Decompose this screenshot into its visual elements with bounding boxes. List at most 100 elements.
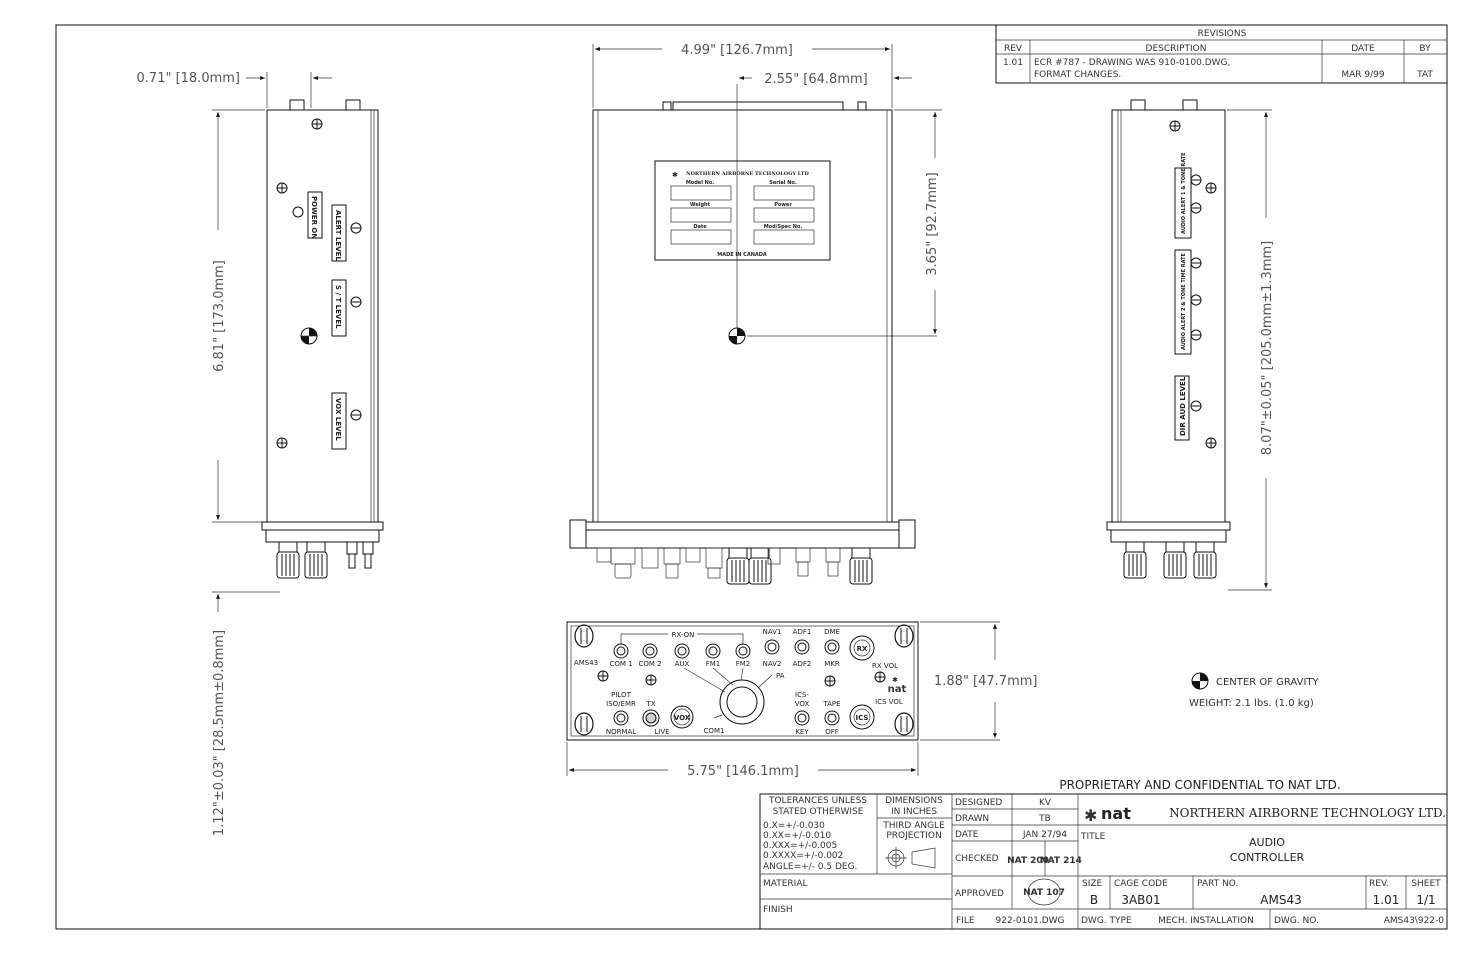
file-label: FILE (956, 916, 975, 926)
rear-connectors (596, 547, 873, 585)
approved-label: APPROVED (955, 889, 1004, 899)
dme-rx-toggle-icon (824, 639, 840, 655)
panel-logo-icon: ✱ (892, 676, 898, 684)
st-level-label-plate (331, 279, 347, 337)
power-led-icon (292, 206, 304, 218)
power-box (753, 207, 815, 223)
alert-level-adjust-icon (350, 222, 362, 234)
date-box (670, 229, 732, 245)
toggle-switch-icon (362, 541, 374, 569)
material-label: MATERIAL (763, 879, 808, 889)
revision-by: TAT (1416, 70, 1433, 80)
screw-icon (311, 118, 323, 130)
nameplate: ✱ NORTHERN AIRBORNE TECHNOLOGY LTD Model… (654, 160, 831, 261)
serial-no-label: Serial No. (769, 180, 797, 186)
vox-level-label: VOX LEVEL (334, 398, 342, 441)
mounting-screw-icon (894, 624, 914, 648)
alert-2-time-adjust-icon (1190, 329, 1202, 341)
ics-knob-label: ICS (856, 714, 869, 722)
knob-icon (304, 541, 328, 579)
dimensions-line1: DIMENSIONS (885, 796, 943, 806)
part-no-value: AMS43 (1260, 893, 1301, 907)
fm2-rx-toggle-icon (735, 643, 751, 659)
com2-rx-toggle-icon (642, 643, 658, 659)
right-side-view: AUDIO ALERT 1 & TONE RATE AUDIO ALERT 2 … (1106, 99, 1275, 591)
audio-alert-2-label: AUDIO ALERT 2 & TONE TIME RATE (1181, 253, 1187, 350)
knob-icon (276, 541, 300, 579)
weight-label: WEIGHT: 2.1 lbs. (1.0 kg) (1189, 698, 1314, 709)
rx-vol-label: RX VOL (872, 662, 898, 670)
dme-label: DME (824, 628, 840, 636)
front-width-dimension: 5.75" [146.1mm] (687, 764, 799, 779)
dwg-type-value: MECH. INSTALLATION (1158, 916, 1254, 926)
top-view: ✱ NORTHERN AIRBORNE TECHNOLOGY LTD Model… (569, 43, 942, 585)
adf1-rx-toggle-icon (794, 639, 810, 655)
checked-value-1: NAT 200 (1007, 856, 1049, 866)
power-label: Power (774, 202, 792, 208)
knob-icon (1193, 541, 1217, 579)
serial-no-box (753, 185, 815, 201)
revision-date: MAR 9/99 (1341, 70, 1385, 80)
projection-line1: THIRD ANGLE (882, 821, 945, 831)
ics-vox-label: ICS- (795, 691, 809, 699)
tolerance-xxx: 0.XXX=+/-0.005 (763, 841, 837, 851)
right-height-dimension: 8.07"±0.05" [205.0mm±1.3mm] (1260, 241, 1275, 455)
title-label: TITLE (1080, 832, 1106, 842)
date-label: DATE (955, 830, 979, 840)
screw-icon (1169, 120, 1181, 132)
vox-knob-label: VOX (674, 714, 691, 722)
ics-key-toggle-icon (794, 710, 810, 726)
com1-rx-label: COM 1 (609, 660, 632, 668)
proprietary-notice: PROPRIETARY AND CONFIDENTIAL TO NAT LTD. (1059, 778, 1340, 792)
ics-volume-knob-icon (849, 704, 875, 730)
revisions-title: REVISIONS (1198, 29, 1247, 39)
cage-code-label: CAGE CODE (1114, 879, 1168, 889)
weight-box (670, 207, 732, 223)
nav1-rx-toggle-icon (764, 639, 780, 655)
alert-2-rate-adjust-icon (1190, 257, 1202, 269)
revisions-block: REVISIONS REV DESCRIPTION DATE BY 1.01 E… (995, 24, 1448, 84)
alert-level-label-plate (331, 204, 347, 262)
front-panel-view: RX-ON AMS43 COM 1 COM 2 AUX FM1 FM2 NAV1… (566, 621, 1037, 779)
description-col-header: DESCRIPTION (1146, 44, 1207, 54)
knob-icon (1123, 541, 1147, 579)
alert-1-rate-adjust-icon (1190, 174, 1202, 186)
tolerance-xx: 0.XX=+/-0.010 (763, 831, 831, 841)
tape-toggle-icon (824, 710, 840, 726)
sheet-value: 1/1 (1416, 893, 1435, 907)
alert-level-label: ALERT LEVEL (334, 210, 342, 261)
mounting-screw-icon (574, 624, 594, 648)
drawn-value: TB (1038, 814, 1051, 824)
dir-aud-level-label: DIR AUD LEVEL (1179, 376, 1187, 436)
mod-spec-box (753, 229, 815, 245)
model-no-label: Model No. (686, 180, 714, 186)
cage-code-value: 3AB01 (1121, 893, 1160, 907)
file-value: 922-0101.DWG (996, 916, 1065, 926)
alert-2-tone-adjust-icon (1190, 294, 1202, 306)
nameplate-title: NORTHERN AIRBORNE TECHNOLOGY LTD (686, 171, 809, 177)
revision-rev: 1.01 (1003, 58, 1023, 68)
pilot-label: PILOT (611, 691, 631, 699)
off-label: OFF (825, 728, 839, 736)
com2-rx-label: COM 2 (638, 660, 661, 668)
screw-icon (824, 675, 836, 687)
knob-icon (1163, 541, 1187, 579)
model-no-box (670, 185, 732, 201)
dimensions-line2: IN INCHES (891, 807, 937, 817)
rev-value: 1.01 (1373, 893, 1400, 907)
approved-value: NAT 107 (1023, 888, 1065, 898)
tolerance-angle: ANGLE=+/- 0.5 DEG. (763, 862, 857, 872)
panel-logo: nat (888, 684, 907, 695)
vox-level-adjust-icon (350, 409, 362, 421)
key-label: KEY (795, 728, 809, 736)
screw-icon (597, 670, 609, 682)
cg-legend-label: CENTER OF GRAVITY (1216, 677, 1320, 688)
tolerance-x: 0.X=+/-0.030 (763, 821, 825, 831)
tolerances-line2: STATED OTHERWISE (773, 807, 864, 817)
rev-col-header: REV (1004, 44, 1023, 54)
center-of-gravity-icon (728, 327, 746, 345)
power-on-label-plate (307, 191, 323, 239)
dwg-no-label: DWG. NO. (1274, 916, 1319, 926)
